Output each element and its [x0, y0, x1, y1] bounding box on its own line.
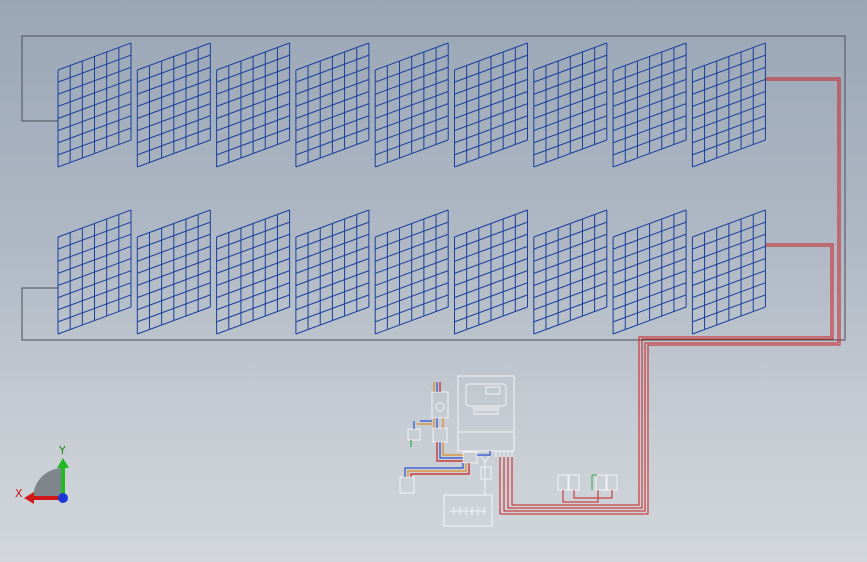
dc-disconnect-2: [568, 474, 580, 491]
dc-cable-lower-return: [511, 245, 832, 506]
axis-z-dot: [58, 493, 68, 503]
lower-array-panel-6[interactable]: [454, 209, 528, 335]
distribution-box[interactable]: [443, 466, 493, 527]
axis-x-arrow: [24, 492, 34, 504]
distribution-box-body: [443, 494, 493, 527]
dc-combiner-bus-2: [573, 490, 613, 499]
upper-array-panel-6[interactable]: [454, 42, 528, 168]
upper-array-panel-7[interactable]: [533, 42, 608, 168]
upper-array-panel-3[interactable]: [216, 42, 291, 168]
lower-array: [57, 209, 766, 335]
upper-array-frame: [21, 35, 846, 341]
breaker-3: [399, 476, 415, 494]
dc-combiner-bus-1: [562, 490, 599, 503]
wire-orange-4: [442, 442, 463, 456]
dc-disconnect-1: [557, 474, 569, 491]
lower-array-panel-5[interactable]: [374, 209, 449, 335]
dc-cable-upper-return: [503, 79, 839, 512]
inverter-display: [465, 383, 507, 407]
meter-dial: [435, 402, 445, 412]
upper-array-panel-1[interactable]: [57, 42, 132, 168]
ac-wiring: [404, 382, 491, 477]
upper-array: [57, 42, 766, 168]
inverter-badge: [473, 409, 499, 415]
breaker-4: [462, 451, 478, 464]
breaker-2: [407, 428, 421, 441]
upper-array-panel-5[interactable]: [374, 42, 449, 168]
lower-array-panel-4[interactable]: [295, 209, 370, 335]
array-frames: [21, 35, 846, 341]
axis-x-label: X: [15, 487, 23, 500]
upper-array-panel-2[interactable]: [136, 42, 211, 168]
lower-array-panel-1[interactable]: [57, 209, 132, 335]
inverter-body: [457, 375, 515, 452]
dc-combiner[interactable]: [557, 474, 618, 503]
dc-disconnect-4: [606, 474, 618, 491]
dc-disconnect-3: [595, 474, 607, 491]
upper-array-panel-8[interactable]: [612, 42, 687, 168]
inverter-y-terminal: [480, 455, 490, 468]
wire-orange-5: [407, 463, 467, 477]
wire-red-2: [436, 442, 463, 462]
distribution-breaker: [480, 466, 492, 480]
coordinate-triad-icon: [24, 458, 69, 504]
lower-array-panel-2[interactable]: [136, 209, 211, 335]
lower-array-panel-7[interactable]: [533, 209, 608, 335]
upper-array-panel-9[interactable]: [691, 42, 766, 168]
inverter[interactable]: [457, 375, 515, 468]
wire-blue-2: [413, 420, 432, 429]
axis-y-arrow: [57, 458, 69, 468]
wire-blue-4: [404, 463, 464, 477]
triad-quadrant: [33, 468, 63, 498]
distribution-box-busbar: [450, 507, 486, 515]
dc-cable-lower: [507, 243, 834, 509]
upper-array-panel-4[interactable]: [295, 42, 370, 168]
axis-y-label: Y: [59, 444, 66, 457]
lower-array-panel-8[interactable]: [612, 209, 687, 335]
breaker-1: [432, 427, 448, 443]
lower-array-panel-3[interactable]: [216, 209, 291, 335]
dc-cables: [499, 77, 841, 515]
wire-red-3: [410, 463, 470, 477]
lower-array-panel-9[interactable]: [691, 209, 766, 335]
dc-green-ground: [591, 474, 597, 490]
dc-cable-upper: [499, 77, 841, 515]
inverter-display-inner: [485, 386, 501, 395]
wire-blue-3: [439, 442, 463, 459]
meter-box: [431, 391, 449, 419]
wire-inverter-feed: [477, 451, 491, 456]
